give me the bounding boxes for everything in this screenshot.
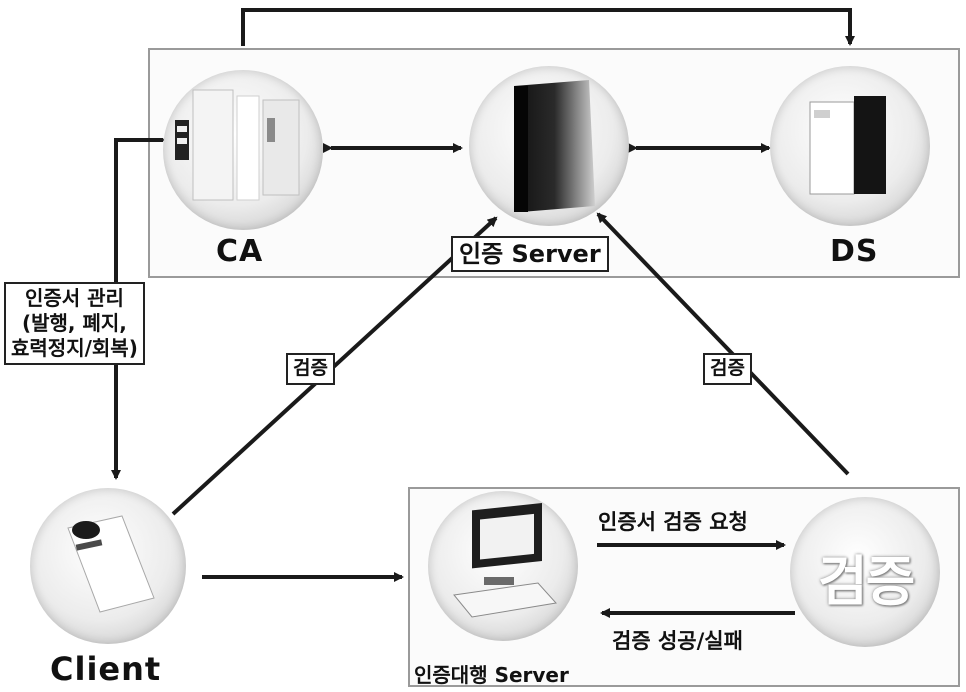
ca-node bbox=[163, 70, 323, 230]
auth-server-tower-icon bbox=[469, 66, 629, 226]
client-node bbox=[30, 488, 186, 644]
ca-ds-link-arrow bbox=[243, 10, 850, 46]
verify-node-label: 검증 bbox=[818, 537, 913, 616]
cert-management-label: 인증서 관리 (발행, 폐지, 효력정지/회복) bbox=[4, 282, 145, 365]
ds-server-icon bbox=[770, 66, 930, 226]
verify-node: 검증 bbox=[790, 497, 940, 647]
proxy-server-node bbox=[428, 491, 578, 641]
smartcard-reader-icon bbox=[30, 488, 186, 644]
verify-left-label: 검증 bbox=[286, 353, 335, 385]
verify-right-label: 검증 bbox=[703, 353, 752, 385]
cert-verify-request-label: 인증서 검증 요청 bbox=[598, 506, 748, 536]
verify-result-label: 검증 성공/실패 bbox=[612, 625, 743, 655]
verify-node-arrow bbox=[598, 214, 848, 474]
cert-management-line-2: (발행, 폐지, bbox=[11, 311, 138, 336]
auth-server-label: 인증 Server bbox=[451, 236, 609, 272]
desktop-computer-icon bbox=[428, 491, 578, 641]
ds-node bbox=[770, 66, 930, 226]
cert-management-line-1: 인증서 관리 bbox=[11, 286, 138, 311]
cert-management-line-3: 효력정지/회복) bbox=[11, 336, 138, 361]
auth-server-node bbox=[469, 66, 629, 226]
ca-server-rack-icon bbox=[163, 70, 323, 230]
ds-label: DS bbox=[830, 234, 879, 269]
ca-label: CA bbox=[216, 234, 263, 269]
proxy-server-label: 인증대행 Server bbox=[414, 659, 569, 688]
client-label: Client bbox=[50, 650, 161, 688]
